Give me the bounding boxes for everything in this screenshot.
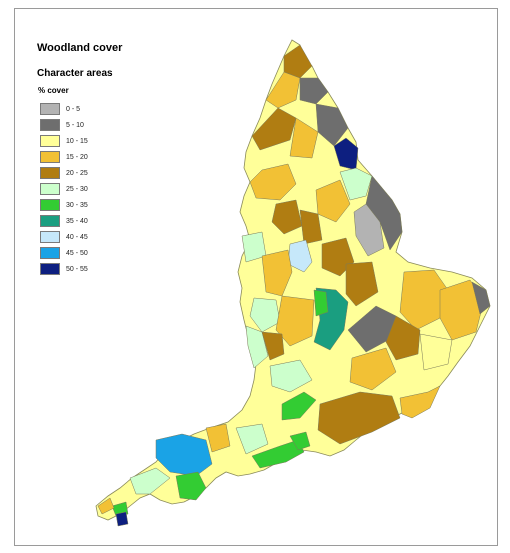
legend-swatch bbox=[40, 183, 60, 195]
legend-item: 15 - 20 bbox=[40, 149, 88, 165]
legend-unit-label: % cover bbox=[38, 86, 69, 95]
region-north-brown bbox=[283, 44, 313, 79]
legend-item-label: 0 - 5 bbox=[66, 105, 81, 113]
legend-item: 0 - 5 bbox=[40, 101, 88, 117]
legend-item: 10 - 15 bbox=[40, 133, 88, 149]
map-legend: 0 - 5 5 - 10 10 - 15 15 - 20 20 - 25 25 … bbox=[40, 101, 88, 277]
legend-swatch bbox=[40, 263, 60, 275]
legend-item: 35 - 40 bbox=[40, 213, 88, 229]
region-midlands-gold bbox=[275, 295, 315, 347]
region-pennine-brown bbox=[271, 199, 303, 235]
legend-swatch bbox=[40, 167, 60, 179]
region-dorset-pale-green bbox=[235, 423, 269, 455]
region-north-gold bbox=[265, 71, 301, 109]
legend-item-label: 5 - 10 bbox=[66, 121, 84, 129]
region-north-gold-2 bbox=[289, 117, 319, 159]
region-sherwood-green bbox=[313, 289, 329, 317]
legend-item: 25 - 30 bbox=[40, 181, 88, 197]
legend-swatch bbox=[40, 215, 60, 227]
region-mid-pale-green bbox=[249, 297, 281, 333]
map-subtitle: Character areas bbox=[37, 68, 113, 79]
legend-item: 45 - 50 bbox=[40, 245, 88, 261]
legend-item-label: 40 - 45 bbox=[66, 233, 88, 241]
region-northeast-navy bbox=[333, 137, 359, 171]
legend-item-label: 30 - 35 bbox=[66, 201, 88, 209]
region-lakes-gold bbox=[249, 163, 297, 201]
map-title: Woodland cover bbox=[37, 42, 123, 54]
region-northeast-grey bbox=[315, 103, 349, 147]
region-cornwall-pale-green bbox=[129, 467, 171, 495]
legend-item-label: 50 - 55 bbox=[66, 265, 88, 273]
region-north-grey bbox=[299, 77, 329, 105]
region-welsh-border-brown bbox=[261, 331, 285, 361]
region-east-coast-grey-2 bbox=[353, 203, 385, 257]
legend-swatch bbox=[40, 135, 60, 147]
legend-swatch bbox=[40, 247, 60, 259]
region-mid-gold bbox=[261, 249, 293, 297]
region-east-brown bbox=[385, 315, 421, 361]
region-cornwall-tip-navy bbox=[115, 511, 129, 527]
region-welsh-border-pale-green bbox=[245, 325, 269, 369]
legend-swatch bbox=[40, 199, 60, 211]
legend-item-label: 20 - 25 bbox=[66, 169, 88, 177]
legend-swatch bbox=[40, 151, 60, 163]
legend-swatch bbox=[40, 103, 60, 115]
region-east-anglia-gold-2 bbox=[439, 279, 485, 341]
region-weald-gold bbox=[399, 385, 441, 419]
region-north-brown-2 bbox=[251, 107, 297, 151]
region-cornwall-gold bbox=[97, 497, 115, 515]
legend-item: 30 - 35 bbox=[40, 197, 88, 213]
region-cotswolds-pale-green bbox=[269, 359, 313, 393]
region-norfolk-grey bbox=[471, 281, 491, 315]
region-chilterns-gold bbox=[349, 347, 397, 391]
region-new-forest-green bbox=[289, 431, 311, 451]
legend-item-label: 25 - 30 bbox=[66, 185, 88, 193]
legend-item: 20 - 25 bbox=[40, 165, 88, 181]
region-east-pale-yellow bbox=[419, 333, 453, 371]
region-devon-green bbox=[175, 471, 207, 501]
region-pennine-brown-2 bbox=[299, 209, 323, 245]
legend-item: 50 - 55 bbox=[40, 261, 88, 277]
legend-item-label: 35 - 40 bbox=[66, 217, 88, 225]
legend-item-label: 10 - 15 bbox=[66, 137, 88, 145]
legend-item-label: 45 - 50 bbox=[66, 249, 88, 257]
region-dorset-green bbox=[251, 439, 305, 469]
region-yorks-gold bbox=[315, 179, 351, 223]
legend-item: 5 - 10 bbox=[40, 117, 88, 133]
region-central-brown bbox=[345, 261, 379, 307]
region-downs-brown bbox=[317, 391, 401, 445]
legend-swatch bbox=[40, 231, 60, 243]
region-yorks-pale-green bbox=[339, 167, 373, 201]
legend-item-label: 15 - 20 bbox=[66, 153, 88, 161]
region-dartmoor-blue bbox=[155, 433, 213, 477]
region-wessex-green bbox=[281, 391, 317, 421]
legend-item: 40 - 45 bbox=[40, 229, 88, 245]
region-devon-gold bbox=[205, 423, 231, 453]
legend-swatch bbox=[40, 119, 60, 131]
